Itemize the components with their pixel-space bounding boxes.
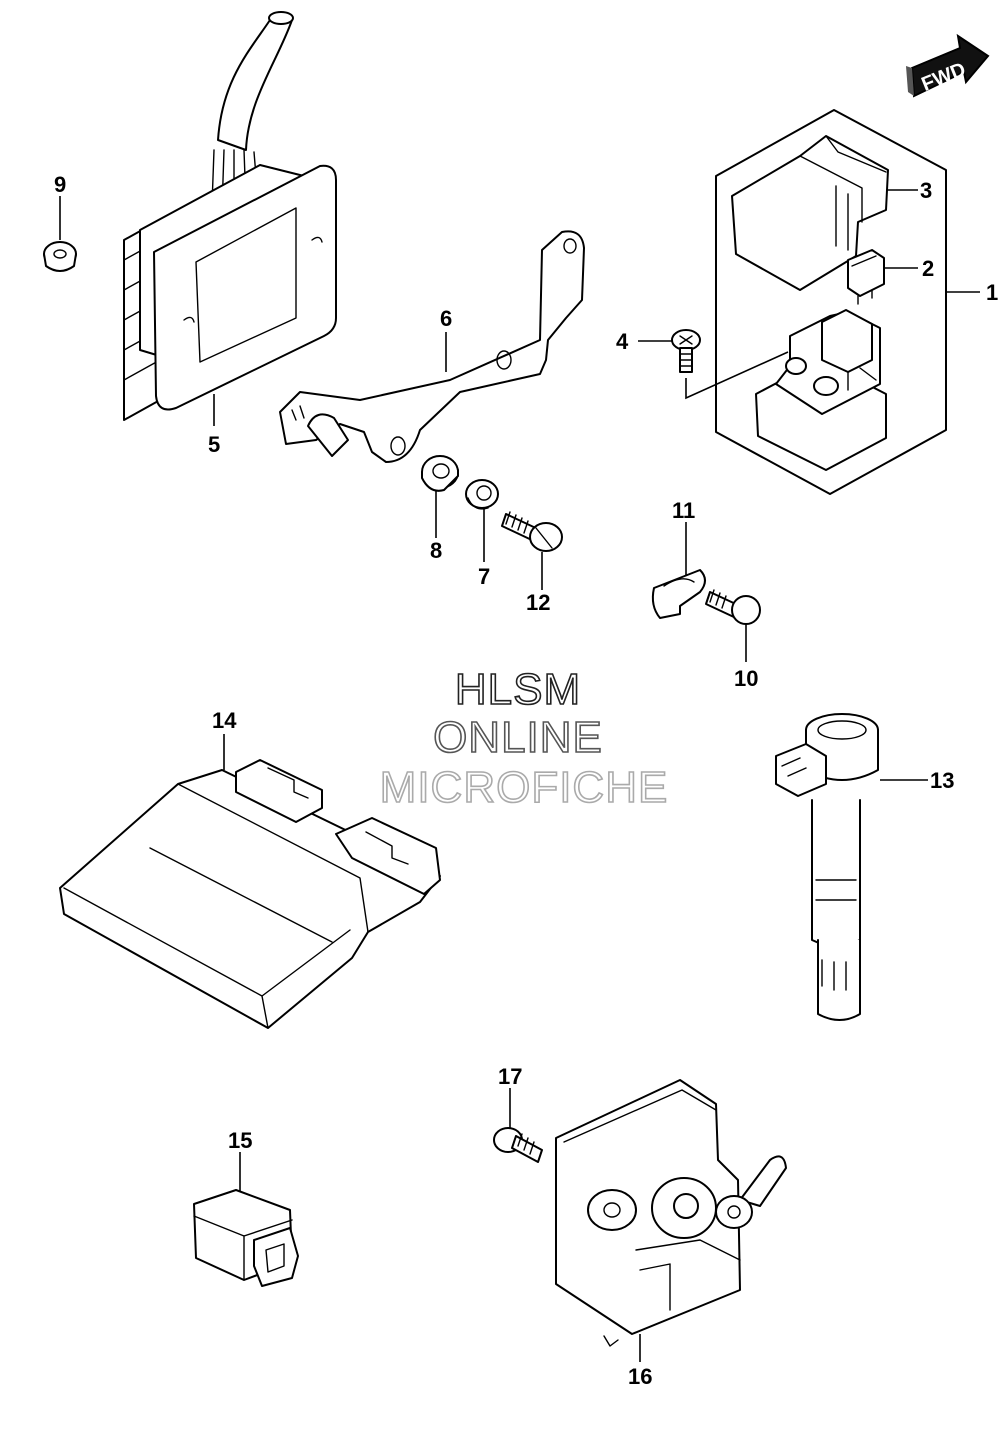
part-12-bolt[interactable] [501,511,563,552]
callout-10: 10 [734,666,758,691]
callout-9: 9 [54,172,66,197]
part-8-grommet[interactable] [421,455,459,492]
callout-16: 16 [628,1364,652,1389]
callout-14: 14 [212,708,237,733]
part-10-bolt[interactable] [705,589,761,625]
part-2-fuse[interactable] [847,249,885,305]
leader-lines [59,189,980,1362]
callout-6: 6 [440,306,452,331]
callout-8: 8 [430,538,442,563]
part-16-sensor[interactable] [555,1079,787,1347]
callout-1: 1 [986,280,998,305]
callout-4: 4 [616,329,629,354]
watermark-line-1: HLSM [455,665,581,714]
callout-11: 11 [672,498,695,523]
part-14-ecm[interactable] [59,759,441,1029]
watermark-line-2: ONLINE [433,713,603,762]
fwd-arrow-icon: FWD [906,33,990,98]
callout-17: 17 [498,1064,522,1089]
relay-base[interactable] [755,309,887,471]
callout-7: 7 [478,564,490,589]
callout-2: 2 [922,256,934,281]
callout-13: 13 [930,768,954,793]
part-3-relay-cover[interactable] [731,135,889,291]
part-5-regulator[interactable] [123,11,337,421]
part-15-connector[interactable] [193,1189,299,1287]
watermark: HLSM ONLINE MICROFICHE [379,664,669,813]
part-7-collar[interactable] [465,479,499,510]
callout-numbers: 1 2 3 4 5 6 7 8 9 10 11 12 13 14 15 16 1… [54,172,998,1389]
part-6-bracket[interactable] [279,230,585,463]
part-11-clamp[interactable] [651,569,706,619]
watermark-line-3: MICROFICHE [380,763,669,812]
part-13-ignition-coil[interactable] [775,713,879,1021]
part-17-bolt[interactable] [493,1127,543,1163]
part-4-screw[interactable] [671,329,789,400]
callout-3: 3 [920,178,932,203]
callout-15: 15 [228,1128,252,1153]
part-9-nut[interactable] [43,241,77,272]
callout-5: 5 [208,432,220,457]
callout-12: 12 [526,590,550,615]
